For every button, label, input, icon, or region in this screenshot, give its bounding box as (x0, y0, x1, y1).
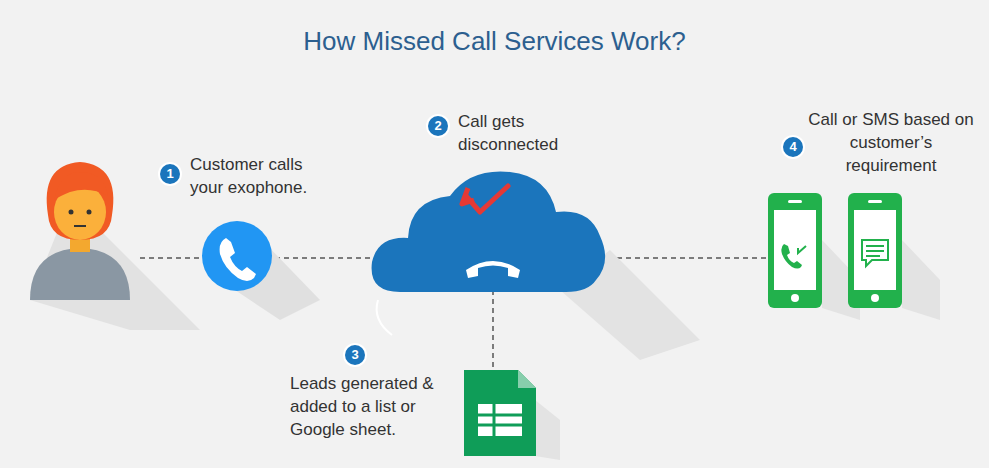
callout-number: 1 (160, 164, 180, 184)
step-text: Call or SMS based on customer’s requirem… (803, 108, 979, 177)
callout-number: 4 (783, 137, 803, 157)
phone-sms-icon (848, 193, 940, 320)
step-text: Leads generated & added to a list or Goo… (290, 372, 450, 441)
dashed-line (492, 290, 494, 368)
callout-number: 2 (428, 116, 448, 136)
step-text: Call gets disconnected (458, 110, 583, 156)
diagram-title: How Missed Call Services Work? (0, 26, 989, 57)
phone-circle (202, 221, 320, 320)
callout-number: 3 (345, 345, 365, 365)
cloud-icon (372, 172, 700, 361)
customer-icon (30, 162, 200, 330)
sheet-icon (464, 370, 560, 460)
step-text: Customer calls your exophone. (190, 153, 340, 199)
phone-call-icon (768, 193, 860, 320)
